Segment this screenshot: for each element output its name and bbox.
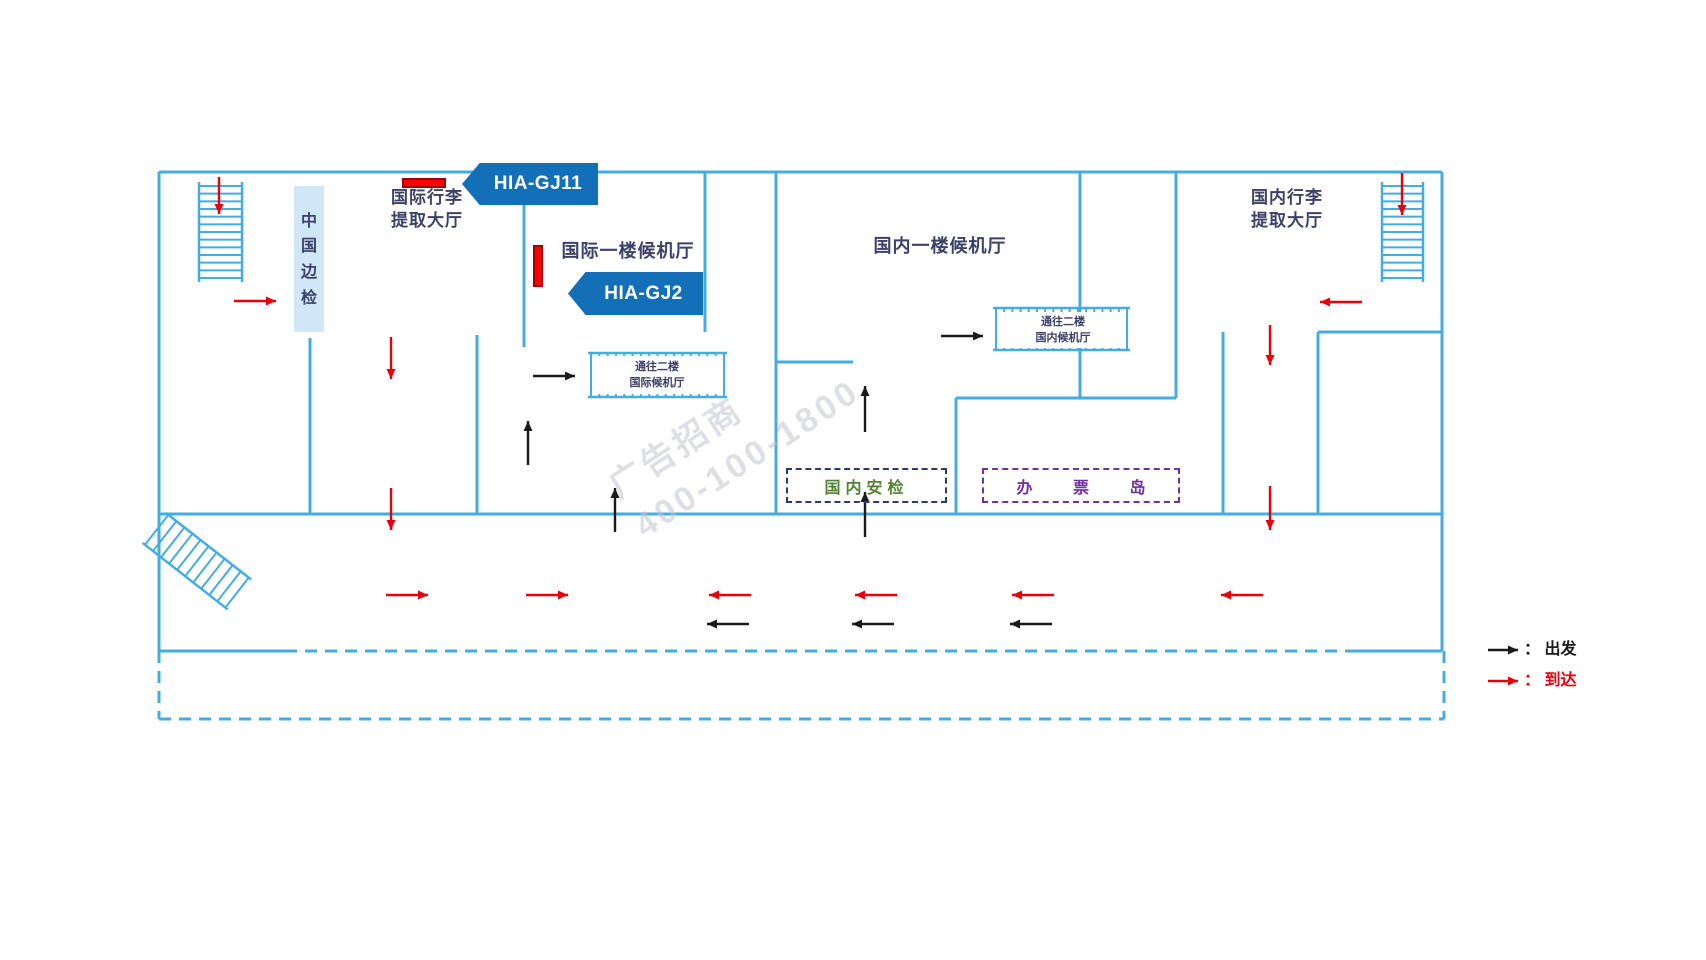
ad-spot-banner-hia-gj11: HIA-GJ11 bbox=[462, 163, 598, 205]
checkin-island-zone: 办 票 岛 bbox=[982, 468, 1180, 503]
label-intl-first-floor-hall: 国际一楼候机厅 bbox=[561, 240, 695, 261]
label-china-border-check: 中 国 边 检 bbox=[300, 212, 317, 307]
label-domestic-first-floor-hall: 国内一楼候机厅 bbox=[873, 235, 1007, 256]
billboard-hia-gj11 bbox=[402, 178, 446, 188]
legend-departure-label: ： 出发 bbox=[1524, 641, 1577, 659]
label-stairs-to-intl-2f: 通往二楼 国际候机厅 bbox=[595, 356, 719, 394]
legend-arrival-label: ： 到达 bbox=[1524, 672, 1577, 690]
ad-spot-banner-hia-gj2: HIA-GJ2 bbox=[568, 272, 703, 315]
stairs-icon bbox=[141, 512, 252, 611]
stairs-icon bbox=[197, 182, 244, 282]
billboard-hia-gj2 bbox=[533, 245, 543, 287]
label-domestic-baggage-hall: 国内行李 提取大厅 bbox=[1251, 188, 1323, 230]
label-intl-baggage-hall: 国际行李 提取大厅 bbox=[391, 188, 463, 230]
stairs-icon bbox=[1380, 182, 1425, 282]
label-stairs-to-domestic-2f: 通往二楼 国内候机厅 bbox=[1002, 312, 1124, 348]
domestic-security-zone: 国内安检 bbox=[786, 468, 947, 503]
border-check-counter bbox=[294, 186, 324, 332]
